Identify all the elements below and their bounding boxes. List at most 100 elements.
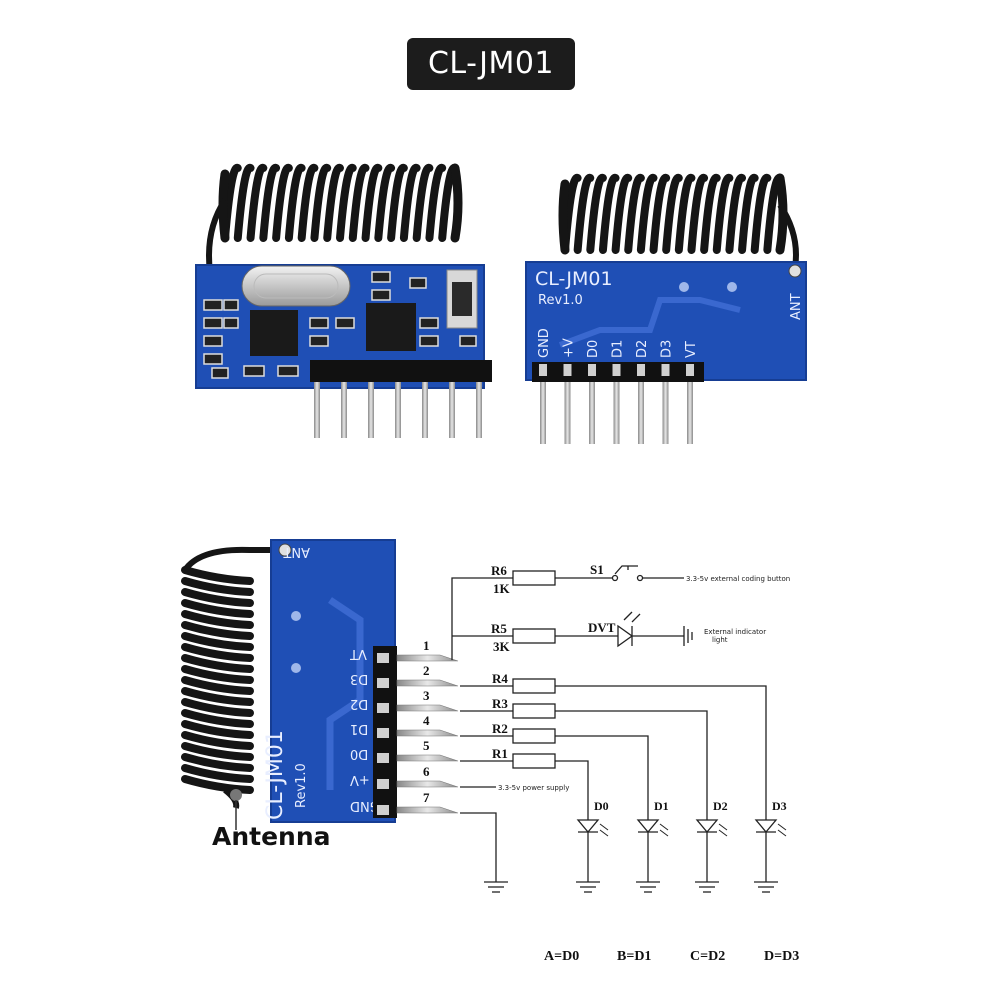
pin-label-back: VT <box>684 341 699 358</box>
pin-pad <box>377 805 389 815</box>
pin-label-back: GND <box>537 328 552 358</box>
pin-label-wiring: D3 <box>350 671 368 686</box>
pin-number: 7 <box>423 790 430 805</box>
dvt-label: DVT <box>588 620 616 635</box>
header-pins-wiring <box>373 646 459 818</box>
pin <box>638 382 644 444</box>
pin <box>396 729 459 737</box>
header-pins-front <box>310 360 492 438</box>
pin-pad <box>661 364 670 376</box>
dvt-note-2: light <box>712 636 728 644</box>
pin <box>396 806 459 814</box>
r6-name: R6 <box>491 563 507 578</box>
pin-label-wiring: D0 <box>350 746 368 761</box>
pin-pad <box>377 753 389 763</box>
pin-label-back: D3 <box>660 340 675 358</box>
pcb-back <box>526 262 806 380</box>
led-d2 <box>695 819 719 834</box>
coil-antenna-back <box>558 173 799 269</box>
antenna-caption: Antenna <box>212 822 331 851</box>
pin <box>396 754 459 762</box>
pin <box>662 382 669 444</box>
board-rev-wiring: Rev1.0 <box>294 763 309 808</box>
led-label: D2 <box>713 799 728 813</box>
pin <box>564 382 571 444</box>
board-label-back: CL-JM01 <box>535 268 613 290</box>
resistor-r2 <box>512 728 556 744</box>
pin-label-back: D2 <box>635 340 650 358</box>
pin-number: 5 <box>423 738 430 753</box>
pin-pad <box>377 728 389 738</box>
led-dvt <box>617 624 634 648</box>
ant-label-back: ANT <box>789 293 804 320</box>
pin <box>540 382 546 444</box>
pin-label-back: +V <box>562 338 577 358</box>
led-label: D3 <box>772 799 787 813</box>
s1-note: 3.3-5v external coding button <box>686 575 790 583</box>
led-label: D1 <box>654 799 669 813</box>
r5-name: R5 <box>491 621 507 636</box>
chip-2 <box>366 303 416 351</box>
s1-label: S1 <box>590 562 604 577</box>
pin-label-back: D0 <box>586 340 601 358</box>
pin-number: 3 <box>423 688 430 703</box>
pin-pad <box>637 364 645 376</box>
board-rev-back: Rev1.0 <box>538 293 583 308</box>
resistor-r4 <box>512 678 556 694</box>
pin-pad <box>588 364 596 376</box>
ground-symbol <box>695 881 719 893</box>
pin-pad <box>377 779 389 789</box>
mapping-label: A=D0 <box>544 949 579 964</box>
led-d0 <box>576 819 600 834</box>
pin-number: 6 <box>423 764 430 779</box>
dvt-note-1: External indicator <box>704 628 766 636</box>
pin <box>396 654 459 662</box>
crystal-oscillator <box>241 265 351 307</box>
mapping-label: B=D1 <box>617 949 651 964</box>
pin <box>613 382 620 444</box>
r6-value: 1K <box>493 581 511 596</box>
resistor-r5 <box>512 628 556 644</box>
module-front <box>195 163 492 438</box>
resistor-r6 <box>512 570 556 586</box>
pin-number: 2 <box>423 663 430 678</box>
r5-value: 3K <box>493 639 511 654</box>
pin-label-back: D1 <box>611 340 626 358</box>
pin-label-wiring: VT <box>350 646 367 661</box>
coil-antenna-front <box>206 163 463 273</box>
ground-symbol <box>636 881 660 893</box>
pin <box>589 382 595 444</box>
led-label: D0 <box>594 799 609 813</box>
mapping-label: C=D2 <box>690 949 725 964</box>
r2-label: R2 <box>492 721 508 736</box>
coil-antenna-wiring <box>181 546 280 830</box>
led-d3 <box>754 819 778 834</box>
header-pins-back <box>532 362 704 444</box>
pin-pad <box>686 364 694 376</box>
mapping-label: D=D3 <box>764 949 799 964</box>
power-note: 3.3-5v power supply <box>498 784 569 792</box>
title-badge: CL-JM01 <box>407 38 575 90</box>
pin-pad <box>539 364 547 376</box>
pin <box>396 704 459 712</box>
pin-pad <box>377 653 389 663</box>
switch-s1 <box>614 565 638 575</box>
pin-label-wiring: +V <box>350 772 370 787</box>
pin-pad <box>377 678 389 688</box>
ant-label-wiring: ANT <box>283 544 310 559</box>
pin-label-wiring: GND <box>350 798 380 813</box>
r3-label: R3 <box>492 696 508 711</box>
ground-symbol <box>484 881 508 893</box>
pin-pad <box>563 364 572 376</box>
chip-1 <box>250 310 298 356</box>
pin-label-wiring: D2 <box>350 696 368 711</box>
board-label-wiring: CL-JM01 <box>263 730 288 820</box>
pin-labels-back: GND +V D0 D1 D2 D3 VT <box>537 328 699 358</box>
led-d1 <box>636 819 660 834</box>
smd-parts <box>203 271 477 379</box>
pin <box>396 679 459 687</box>
